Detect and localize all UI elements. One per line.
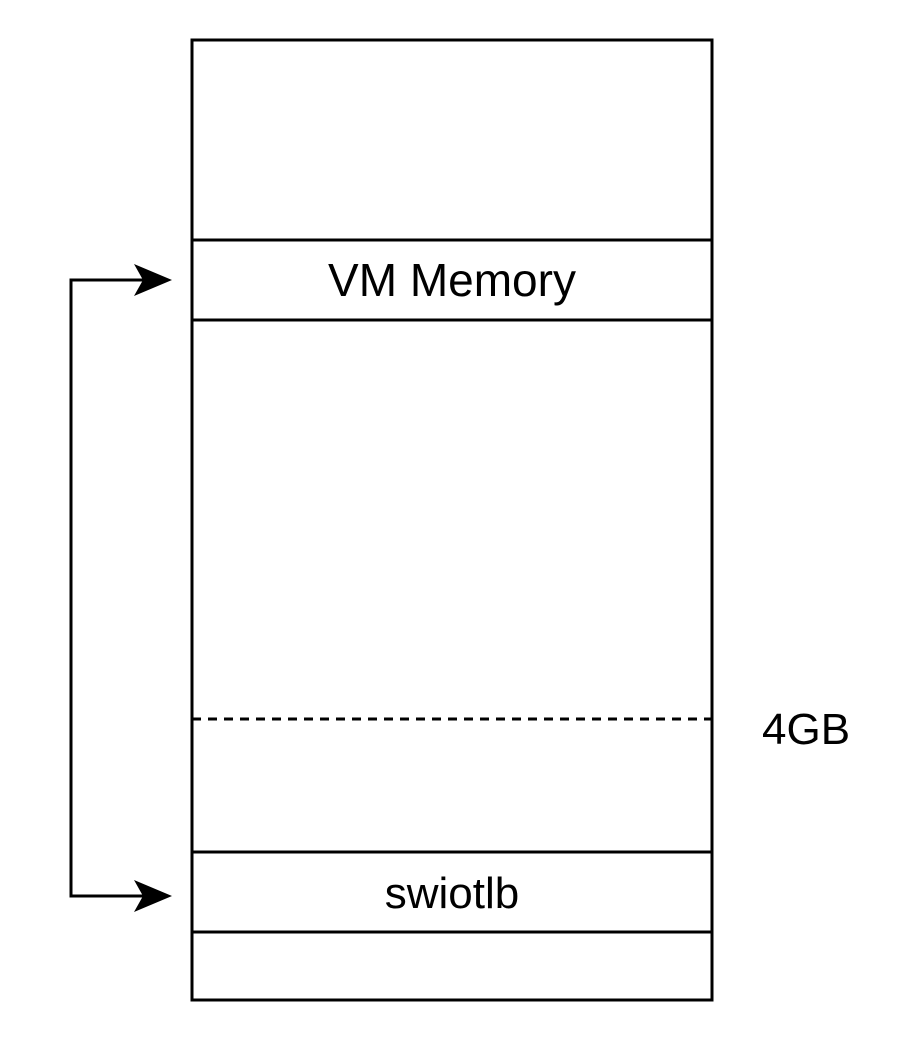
swiotlb-region: swiotlb [190, 850, 714, 934]
vm-memory-region: VM Memory [190, 238, 714, 322]
swiotlb-label: swiotlb [385, 869, 520, 918]
arrowhead-to-vm-memory [134, 264, 172, 296]
vm-memory-label: VM Memory [328, 254, 576, 306]
bounce-connector [69, 264, 172, 912]
4gb-boundary: 4GB [192, 705, 850, 754]
swiotlb-box [190, 850, 714, 934]
connector-line [69, 278, 164, 898]
arrowhead-to-swiotlb [134, 880, 172, 912]
vm-memory-box [190, 238, 714, 322]
memory-column [190, 38, 714, 1002]
4gb-boundary-label: 4GB [762, 705, 850, 754]
